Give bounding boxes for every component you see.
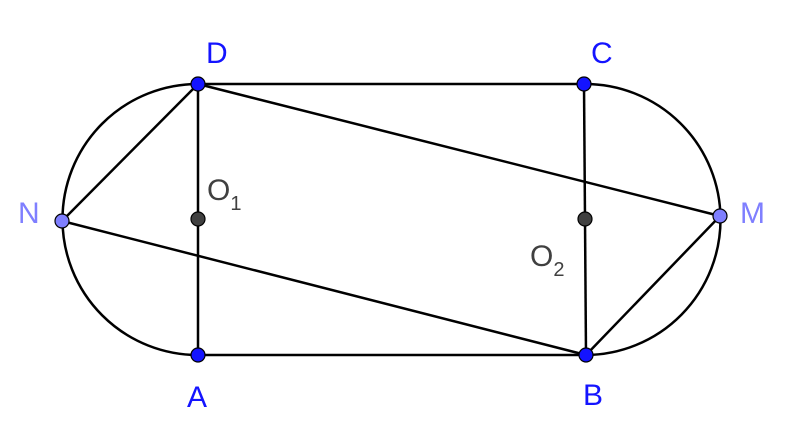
point-D: [190, 76, 206, 92]
label-C: C: [591, 37, 613, 70]
label-O1: O1: [207, 174, 241, 215]
point-M: [712, 208, 728, 224]
left-semicircle: [61, 82, 199, 357]
segment-BM: [585, 215, 721, 356]
label-M: M: [740, 197, 765, 230]
label-A: A: [187, 381, 207, 414]
segment-DM: [197, 82, 721, 218]
label-B: B: [583, 379, 603, 412]
right-semicircle: [583, 82, 722, 357]
point-A: [190, 347, 206, 363]
segment-NB: [61, 219, 587, 357]
label-N: N: [18, 197, 40, 230]
point-N: [54, 213, 70, 229]
point-C: [576, 76, 592, 92]
point-O1: [190, 211, 206, 227]
label-O2: O2: [530, 240, 564, 281]
point-O2: [577, 211, 593, 227]
segment-DN: [61, 83, 199, 222]
label-D: D: [206, 37, 228, 70]
point-B: [578, 347, 594, 363]
